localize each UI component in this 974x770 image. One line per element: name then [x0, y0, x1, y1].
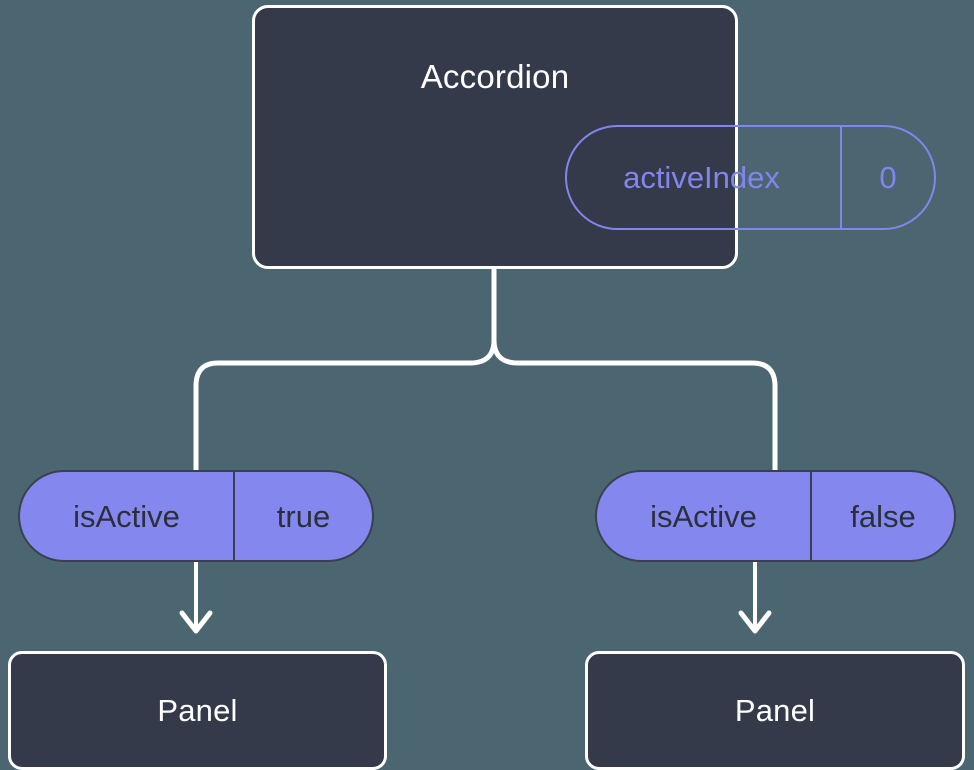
node-panel-left-title: Panel [157, 693, 238, 728]
prop-badge-is-active-true-value: true [233, 472, 372, 560]
node-accordion-title: Accordion [420, 58, 570, 95]
prop-badge-is-active-false-key: isActive [650, 498, 757, 534]
node-panel-right[interactable]: Panel [585, 651, 965, 770]
prop-badge-active-index-value: 0 [840, 127, 934, 228]
prop-badge-is-active-true-key: isActive [73, 498, 180, 534]
edge-root-to-left-pill [193, 266, 497, 473]
edge-root-to-right-pill [491, 266, 778, 473]
node-panel-right-title: Panel [734, 693, 816, 728]
prop-badge-is-active-false[interactable]: isActive false [595, 470, 956, 562]
prop-badge-active-index[interactable]: activeIndex 0 [565, 125, 936, 230]
arrowhead-left-icon [179, 610, 213, 634]
arrowhead-right-icon [738, 610, 772, 634]
prop-badge-is-active-false-value: false [810, 472, 954, 560]
node-panel-left[interactable]: Panel [8, 651, 387, 770]
prop-badge-active-index-key: activeIndex [623, 160, 780, 195]
node-accordion[interactable]: Accordion activeIndex 0 [252, 5, 936, 269]
prop-badge-is-active-true[interactable]: isActive true [18, 470, 374, 562]
